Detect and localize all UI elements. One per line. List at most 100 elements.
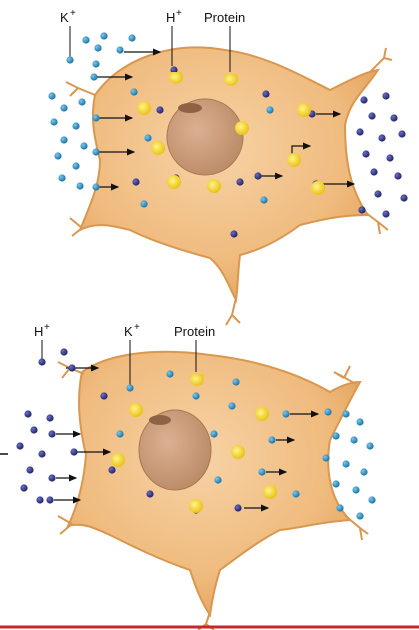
bottom-cell-process <box>348 518 368 540</box>
potassium-ion <box>166 370 173 377</box>
top-nucleus <box>167 99 243 175</box>
potassium-ion <box>342 460 349 467</box>
protein <box>167 175 181 189</box>
potassium-ion <box>100 32 107 39</box>
hydrogen-ion <box>70 448 77 455</box>
potassium-ion <box>82 36 89 43</box>
potassium-ion <box>352 486 359 493</box>
protein <box>255 407 269 421</box>
bottom-label-hydrogen-charge: + <box>44 322 50 333</box>
potassium-ion <box>116 430 123 437</box>
protein <box>297 103 311 117</box>
hydrogen-ion <box>236 178 243 185</box>
potassium-ion <box>260 196 267 203</box>
protein <box>311 181 325 195</box>
potassium-ion <box>58 174 65 181</box>
potassium-ion <box>54 152 61 159</box>
hydrogen-ion <box>20 484 27 491</box>
top-nucleolus <box>178 103 202 113</box>
potassium-ion <box>126 384 133 391</box>
potassium-ion <box>336 504 343 511</box>
potassium-ion <box>214 476 221 483</box>
hydrogen-ion <box>30 426 37 433</box>
potassium-ion <box>76 182 83 189</box>
hydrogen-ion <box>48 430 55 437</box>
bottom-cell-process <box>334 366 356 384</box>
hydrogen-ion <box>60 348 67 355</box>
hydrogen-ion <box>360 96 367 103</box>
potassium-ion <box>366 442 373 449</box>
potassium-ion <box>266 106 273 113</box>
potassium-ion <box>48 92 55 99</box>
protein <box>231 445 245 459</box>
potassium-ion <box>232 378 239 385</box>
top-label-hydrogen-charge: + <box>176 8 182 19</box>
potassium-ion <box>140 200 147 207</box>
hydrogen-ion <box>356 128 363 135</box>
bottom-cell-process <box>58 516 72 534</box>
hydrogen-ion <box>370 168 377 175</box>
potassium-ion <box>90 73 97 80</box>
hydrogen-ion <box>362 150 369 157</box>
hydrogen-ion <box>400 194 407 201</box>
potassium-ion <box>356 418 363 425</box>
protein <box>207 179 221 193</box>
hydrogen-ion <box>398 130 405 137</box>
potassium-ion <box>292 490 299 497</box>
hydrogen-ion <box>386 154 393 161</box>
hydrogen-ion <box>382 92 389 99</box>
bottom-nucleus <box>139 410 211 490</box>
potassium-ion <box>80 142 87 149</box>
potassium-ion <box>116 46 123 53</box>
hydrogen-ion <box>24 410 31 417</box>
hydrogen-ion <box>234 504 241 511</box>
hydrogen-ion <box>46 496 53 503</box>
potassium-ion <box>66 56 73 63</box>
hydrogen-ion <box>358 206 365 213</box>
hydrogen-ion <box>46 414 53 421</box>
potassium-ion <box>144 134 151 141</box>
potassium-ion <box>332 480 339 487</box>
potassium-ion <box>192 392 199 399</box>
potassium-ion <box>78 98 85 105</box>
potassium-ion <box>92 148 99 155</box>
hydrogen-ion <box>254 172 261 179</box>
potassium-ion <box>360 468 367 475</box>
bottom-label-hydrogen: H <box>34 324 43 339</box>
hydrogen-ion <box>68 364 75 371</box>
protein <box>189 499 203 513</box>
hydrogen-ion <box>382 210 389 217</box>
hydrogen-ion <box>38 450 45 457</box>
hydrogen-ion <box>100 392 107 399</box>
potassium-ion <box>268 436 275 443</box>
top-cell-process <box>70 218 82 236</box>
top-cell-panel: K + H + Protein <box>48 8 407 325</box>
bottom-cell-body <box>68 352 360 615</box>
potassium-ion <box>72 162 79 169</box>
bottom-label-potassium-charge: + <box>134 322 140 333</box>
hydrogen-ion <box>36 496 43 503</box>
hydrogen-ion <box>368 112 375 119</box>
protein <box>235 121 249 135</box>
potassium-ion <box>92 183 99 190</box>
hydrogen-ion <box>390 114 397 121</box>
top-label-hydrogen: H <box>166 10 175 25</box>
potassium-ion <box>50 118 57 125</box>
hydrogen-ion <box>48 474 55 481</box>
protein <box>129 403 143 417</box>
hydrogen-ion <box>156 106 163 113</box>
top-cell-process <box>226 298 240 325</box>
potassium-ion <box>72 122 79 129</box>
potassium-ion <box>128 34 135 41</box>
bottom-cell-panel: H + K + Protein <box>0 322 376 630</box>
hydrogen-ion <box>378 134 385 141</box>
bottom-label-potassium: K <box>124 324 133 339</box>
potassium-ion <box>228 402 235 409</box>
hydrogen-ion <box>26 466 33 473</box>
hydrogen-ion <box>230 230 237 237</box>
potassium-ion <box>282 410 289 417</box>
top-label-protein: Protein <box>204 10 245 25</box>
protein <box>137 101 151 115</box>
top-cell-process <box>66 82 95 96</box>
